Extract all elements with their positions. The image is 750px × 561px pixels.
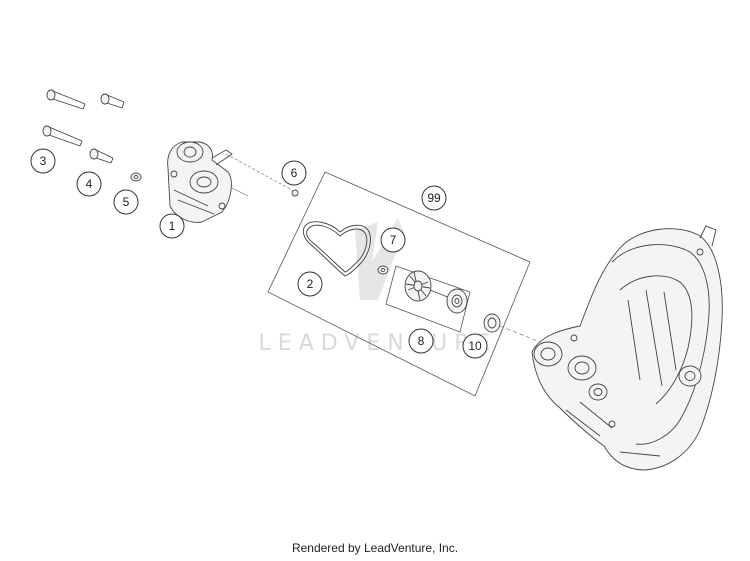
callout-5[interactable]: 5 xyxy=(113,189,139,215)
watermark-text: LEADVENTURE xyxy=(259,331,498,356)
impeller-frame xyxy=(385,265,471,333)
svg-text:99: 99 xyxy=(427,191,441,205)
nut-part-7[interactable] xyxy=(377,265,389,275)
bolt xyxy=(42,125,83,147)
watermark: LEADVENTURE xyxy=(259,218,498,356)
kit-frame xyxy=(267,171,531,397)
water-pump-cover-part-1[interactable] xyxy=(167,141,233,223)
callout-8[interactable]: 8 xyxy=(408,328,434,354)
callout-6[interactable]: 6 xyxy=(281,160,307,186)
callout-3-label[interactable]: 3 xyxy=(30,148,56,174)
callout-2[interactable]: 2 xyxy=(297,271,323,297)
seal-part-10[interactable] xyxy=(483,313,501,333)
svg-text:8: 8 xyxy=(418,334,425,348)
svg-text:2: 2 xyxy=(307,277,314,291)
bolts-part-3[interactable] xyxy=(42,89,125,147)
svg-text:6: 6 xyxy=(291,166,298,180)
impeller-part-8[interactable] xyxy=(404,270,468,314)
svg-text:4: 4 xyxy=(86,177,93,191)
bolt-part-4[interactable] xyxy=(89,148,114,164)
svg-text:7: 7 xyxy=(390,233,397,247)
screw-part-6[interactable] xyxy=(291,189,299,197)
svg-text:3: 3 xyxy=(40,154,47,168)
callout-1[interactable]: 1 xyxy=(159,213,185,239)
footer-credit: Rendered by LeadVenture, Inc. xyxy=(291,541,459,555)
engine-cover xyxy=(531,225,723,471)
washer-part-5[interactable] xyxy=(130,172,142,182)
svg-text:1: 1 xyxy=(169,219,176,233)
gasket-part-2[interactable] xyxy=(302,221,371,277)
callout-4[interactable]: 4 xyxy=(76,171,102,197)
callout-99[interactable]: 99 xyxy=(421,185,447,211)
callout-10[interactable]: 10 xyxy=(462,333,488,359)
callout-7[interactable]: 7 xyxy=(380,227,406,253)
svg-text:10: 10 xyxy=(468,339,482,353)
bolt xyxy=(100,93,125,109)
bolt xyxy=(46,89,86,110)
svg-text:5: 5 xyxy=(123,195,130,209)
